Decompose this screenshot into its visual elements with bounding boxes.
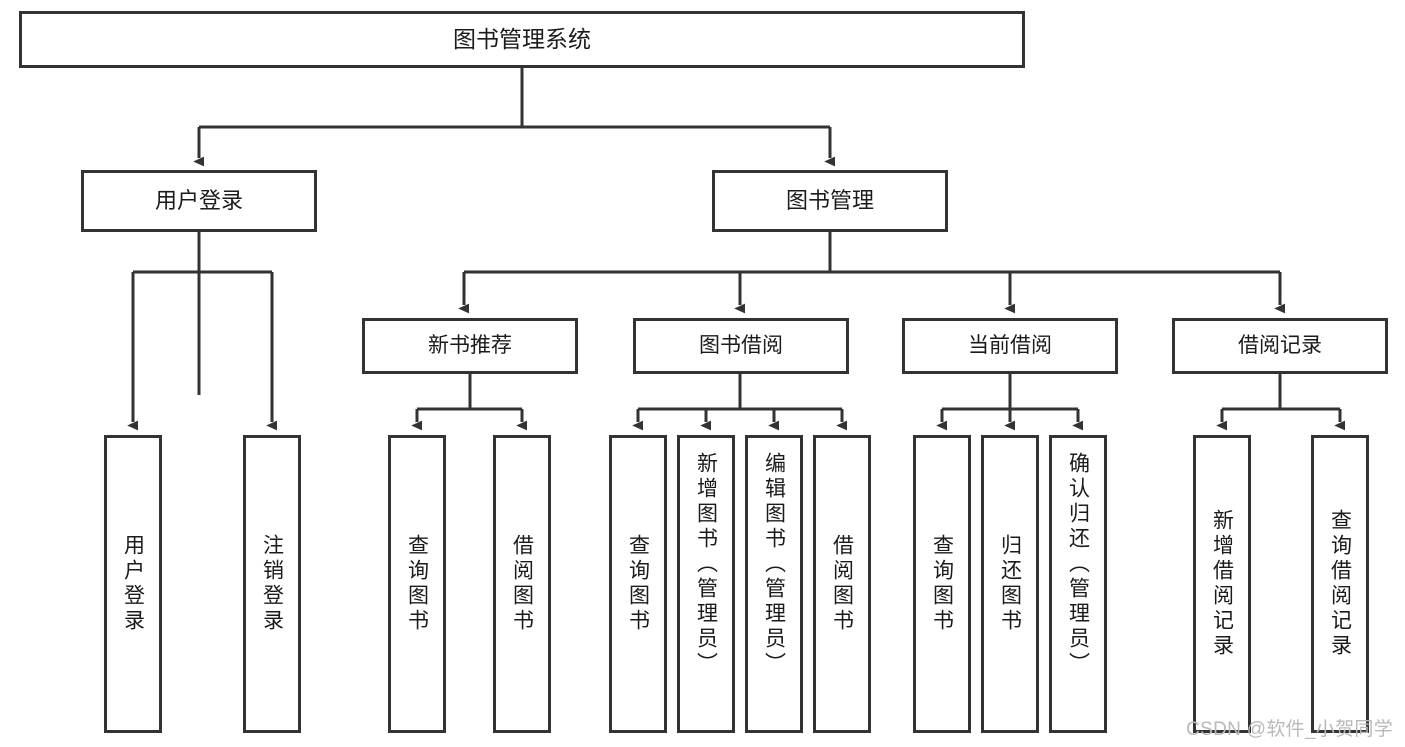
- node-label: 当前借阅: [968, 333, 1052, 357]
- leaf-borrow-query-book[interactable]: 查询图书: [609, 435, 667, 733]
- node-label: 查询图书: [405, 534, 429, 634]
- leaf-recommend-borrow-book[interactable]: 借阅图书: [493, 435, 551, 733]
- leaf-borrow-borrow-book[interactable]: 借阅图书: [813, 435, 871, 733]
- node-book-management[interactable]: 图书管理: [712, 170, 948, 232]
- node-label: 借阅图书: [830, 534, 854, 634]
- leaf-current-return-book[interactable]: 归还图书: [981, 435, 1039, 733]
- node-label: 图书管理系统: [453, 25, 591, 52]
- node-label: 注销登录: [260, 534, 284, 634]
- leaf-user-login-logout[interactable]: 注销登录: [243, 435, 301, 733]
- node-book-borrow[interactable]: 图书借阅: [633, 318, 849, 374]
- leaf-borrow-add-book-admin[interactable]: 新增图书（管理员）: [677, 435, 735, 733]
- node-user-login[interactable]: 用户登录: [81, 170, 317, 232]
- leaf-current-confirm-return-admin[interactable]: 确认归还（管理员）: [1049, 435, 1107, 733]
- node-label: 新书推荐: [428, 333, 512, 357]
- node-label: 用户登录: [121, 534, 145, 634]
- node-label: 借阅图书: [510, 534, 534, 634]
- node-label: 编辑图书（管理员）: [762, 452, 786, 677]
- node-label: 新增图书（管理员）: [694, 452, 718, 677]
- node-label: 确认归还（管理员）: [1066, 452, 1090, 677]
- node-label: 归还图书: [998, 534, 1022, 634]
- node-root-system[interactable]: 图书管理系统: [19, 11, 1025, 68]
- leaf-current-query-book[interactable]: 查询图书: [913, 435, 971, 733]
- node-label: 图书管理: [785, 188, 874, 214]
- leaf-user-login-login[interactable]: 用户登录: [104, 435, 162, 733]
- leaf-recommend-query-book[interactable]: 查询图书: [388, 435, 446, 733]
- node-current-borrow[interactable]: 当前借阅: [902, 318, 1118, 374]
- leaf-record-add-record[interactable]: 新增借阅记录: [1193, 435, 1251, 733]
- node-label: 图书借阅: [699, 333, 783, 357]
- node-label: 新增借阅记录: [1210, 509, 1234, 659]
- node-borrow-record[interactable]: 借阅记录: [1172, 318, 1388, 374]
- node-label: 借阅记录: [1238, 333, 1322, 357]
- node-label: 查询图书: [930, 534, 954, 634]
- leaf-borrow-edit-book-admin[interactable]: 编辑图书（管理员）: [745, 435, 803, 733]
- node-label: 查询图书: [626, 534, 650, 634]
- node-new-book-recommend[interactable]: 新书推荐: [362, 318, 578, 374]
- leaf-record-query-record[interactable]: 查询借阅记录: [1311, 435, 1369, 733]
- node-label: 用户登录: [154, 188, 243, 214]
- watermark: CSDN @软件_小贺同学: [1186, 719, 1393, 740]
- node-label: 查询借阅记录: [1328, 509, 1352, 659]
